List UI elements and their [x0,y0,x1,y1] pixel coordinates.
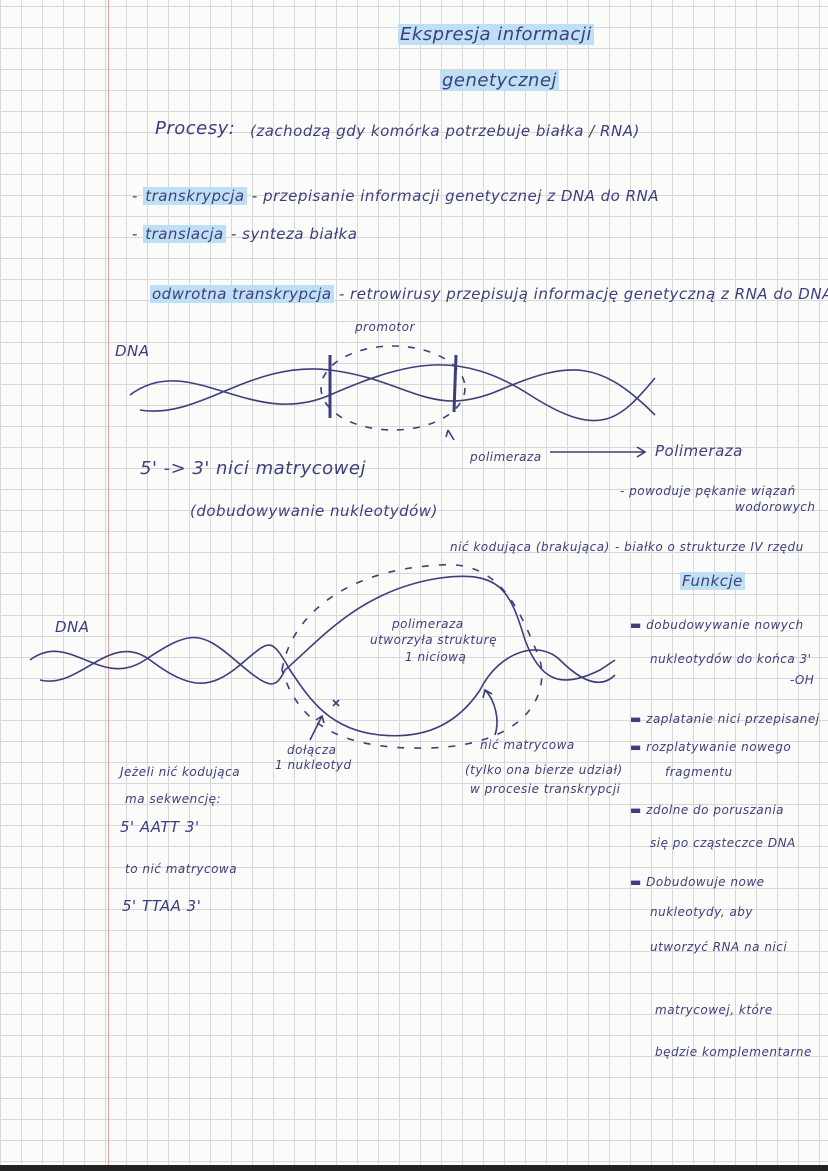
example-line-1: Jeżeli nić kodująca [120,765,241,779]
example-seq-1: 5' AATT 3' [120,818,200,836]
funkcja-3-line-1: rozplatywanie nowego [646,740,792,754]
page-bottom-edge [0,1165,828,1171]
process-transkrypcja: - transkrypcja - przepisanie informacji … [132,187,660,205]
helix-1-strand-a [129,364,656,422]
polimeraza-right-label: Polimeraza [655,442,743,460]
dolacza-arrow [309,714,325,741]
dolacza-2: 1 nukleotyd [275,758,352,772]
pekanie-line-1: - powoduje pękanie wiązań [620,484,796,498]
tylko-2: w procesie transkrypcji [470,782,621,796]
dna-label-2: DNA [55,618,90,636]
matrycowa-arrow [482,688,498,736]
promotor-dashed-outline [320,345,466,431]
funkcja-5-line-3: utworzyć RNA na nici [650,940,788,954]
funkcja-4: ▬ zdolne do poruszania [630,803,785,817]
process-translacja: - translacja - synteza białka [132,225,358,243]
dna-helix-1 [129,345,656,458]
funkcja-5-line-1: Dobudowuje nowe [646,875,765,889]
example-line-3: to nić matrycowa [125,862,238,876]
term-reverse: odwrotna transkrypcja [150,285,334,303]
def-transkrypcja: - przepisanie informacji genetycznej z D… [251,187,660,205]
funkcje-title-text: Funkcje [680,572,745,590]
funkcje-title: Funkcje [680,572,745,590]
bialko-note: - białko o strukturze IV rzędu [615,540,804,554]
helix-2-strand-b [39,644,616,737]
direction-line-1: 5' -> 3' nici matrycowej [140,458,366,479]
direction-line-2: (dobudowywanie nukleotydów) [190,502,438,520]
polimeraza-note-2: utworzyła strukturę [370,633,497,647]
page-margin-line [108,0,109,1171]
funkcja-1-line-3: -OH [790,673,815,687]
dolacza-1: dołącza [287,743,337,757]
procesy-label: Procesy: [155,118,236,139]
title-line-1: Ekspresja informacji [398,24,594,45]
example-line-2: ma sekwencję: [125,792,222,806]
polimeraza-bubble-outline [281,563,543,749]
example-seq-2: 5' TTAA 3' [122,897,202,915]
dna-helix-2 [29,563,616,749]
funkcja-1: ▬ dobudowywanie nowych [630,618,804,632]
polimeraza-pointer-arrow [445,429,455,441]
polimeraza-note-3: 1 niciową [405,650,467,664]
funkcja-5-line-4: matrycowej, które [655,1003,773,1017]
nukleotyd-marker [332,699,340,707]
funkcja-3: ▬ rozplatywanie nowego [630,740,792,754]
title-text-2: genetycznej [440,70,560,91]
procesy-note: (zachodzą gdy komórka potrzebuje białka … [250,122,640,140]
polimeraza-note-1: polimeraza [392,617,464,631]
coding-strand-label: nić kodująca (brakująca) [450,540,610,554]
funkcja-4-line-2: się po cząsteczce DNA [650,836,796,850]
funkcja-4-line-1: zdolne do poruszania [646,803,785,817]
promotor-boundary-right [452,354,458,413]
term-transkrypcja: transkrypcja [143,187,247,205]
funkcja-5: ▬ Dobudowuje nowe [630,875,765,889]
matrycowa-label: nić matrycowa [480,738,575,752]
def-translacja: - synteza białka [231,225,358,243]
helix-1-strand-b [139,368,656,416]
funkcja-2: ▬ zaplatanie nici przepisanej [630,712,820,726]
funkcja-1-line-2: nukleotydów do końca 3' [650,652,812,666]
polimeraza-arrow [550,446,647,458]
polimeraza-label: polimeraza [470,450,542,464]
term-translacja: translacja [143,225,226,243]
funkcja-1-line-1: dobudowywanie nowych [646,618,804,632]
promotor-label: promotor [355,320,415,334]
helix-2-strand-a [29,575,616,685]
funkcja-3-line-2: fragmentu [665,765,733,779]
funkcja-5-line-2: nukleotydy, aby [650,905,754,919]
reverse-transcription: odwrotna transkrypcja - retrowirusy prze… [150,285,828,303]
def-reverse: - retrowirusy przepisują informację gene… [338,285,828,303]
pekanie-line-2: wodorowych [735,500,816,514]
dna-label-1: DNA [115,342,150,360]
funkcja-5-line-5: będzie komplementarne [655,1045,812,1059]
title-text-1: Ekspresja informacji [398,24,594,45]
tylko-1: (tylko ona bierze udział) [465,763,623,777]
funkcja-2-line-1: zaplatanie nici przepisanej [646,712,820,726]
title-line-2: genetycznej [440,70,560,91]
